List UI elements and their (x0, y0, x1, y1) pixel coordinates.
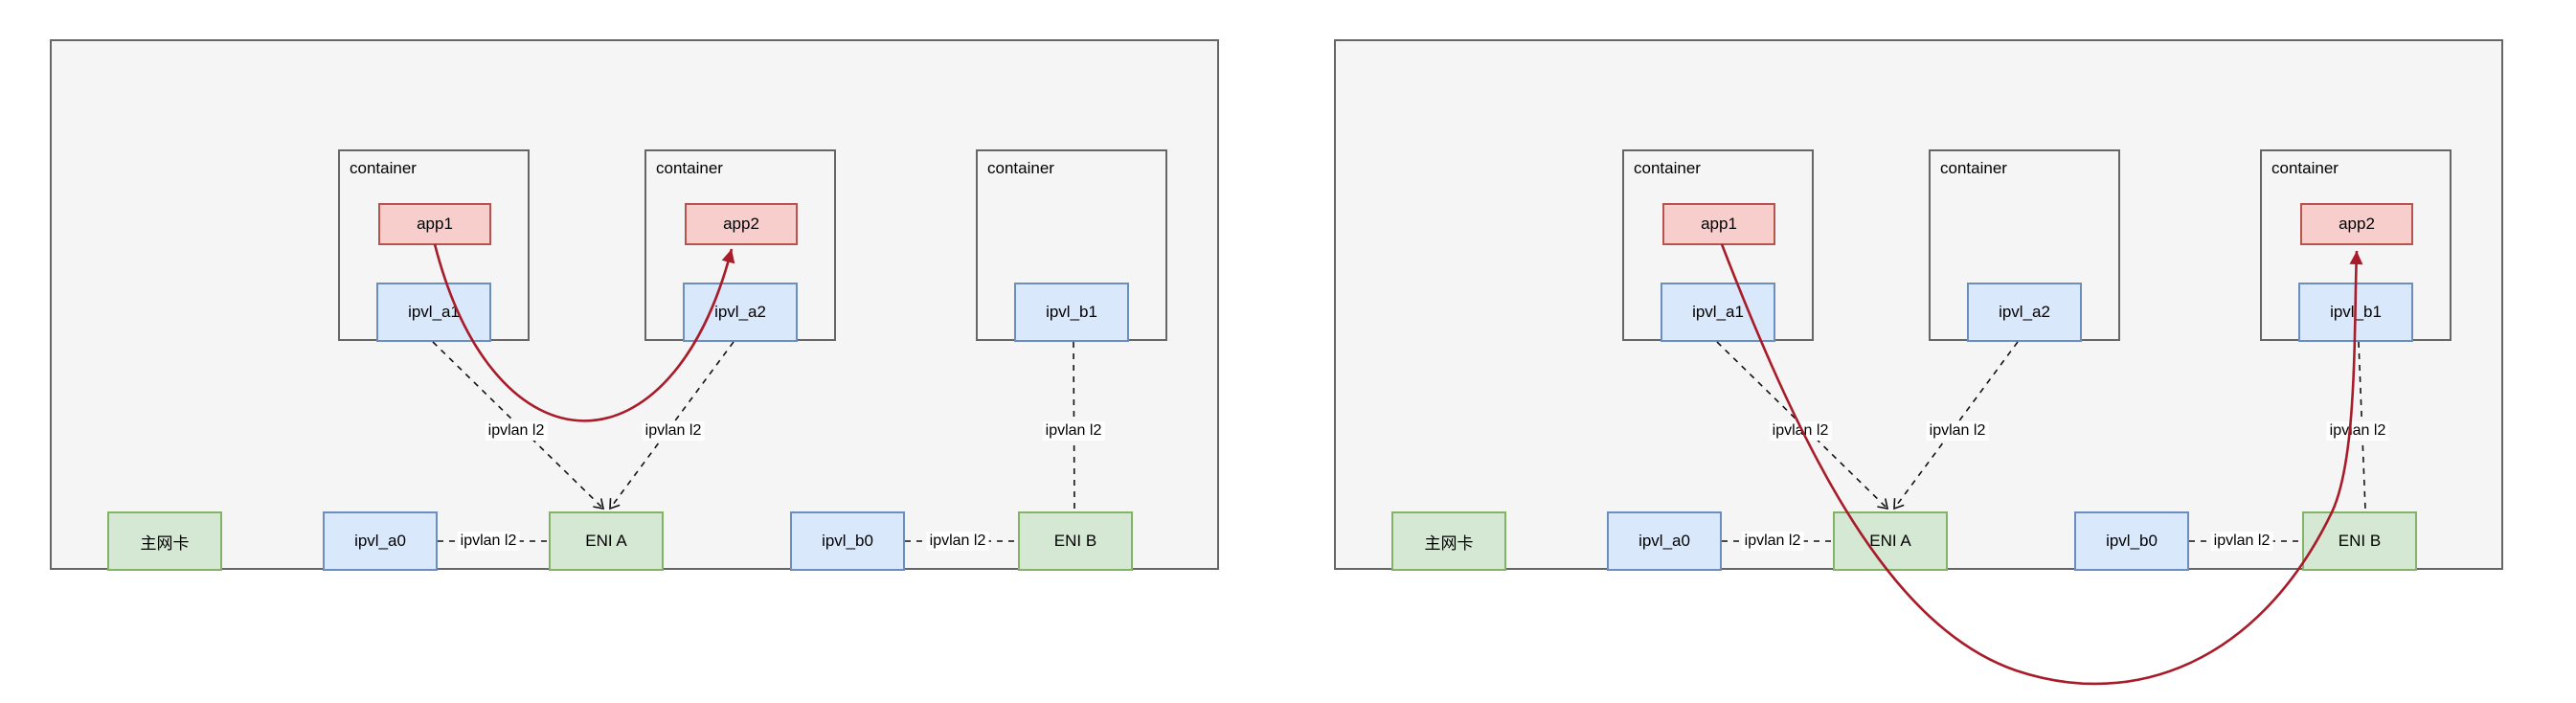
node-ipvl-a1: ipvl_a1 (1661, 283, 1775, 342)
container-label: container (987, 159, 1054, 177)
container-label: container (656, 159, 723, 177)
container-box: container app2 ipvl_a2 (644, 149, 836, 342)
node-primary-nic: 主网卡 (1391, 511, 1506, 571)
edge-label: ipvlan l2 (642, 421, 705, 441)
edge-label: ipvlan l2 (485, 421, 548, 441)
node-ipvl-a1: ipvl_a1 (376, 283, 491, 342)
container-label: container (1940, 159, 2007, 177)
node-ipvl-a0: ipvl_a0 (1607, 511, 1722, 571)
node-ipvl-b1: ipvl_b1 (1014, 283, 1129, 342)
container-box: container app2 ipvl_b1 (2260, 149, 2452, 342)
edge-label: ipvlan l2 (1769, 421, 1832, 441)
node-eni-b: ENI B (2302, 511, 2417, 571)
node-ipvl-a2: ipvl_a2 (1967, 283, 2082, 342)
container-box: container app1 ipvl_a1 (338, 149, 530, 342)
host-panel-left: container app1 ipvl_a1 container app2 ip… (50, 39, 1219, 571)
container-label: container (350, 159, 417, 177)
edge-label: ipvlan l2 (1926, 421, 1989, 441)
container-box: container app1 ipvl_a1 (1622, 149, 1814, 342)
edge-label: ipvlan l2 (457, 532, 520, 551)
container-box: container ipvl_b1 (976, 149, 1167, 342)
node-eni-b: ENI B (1018, 511, 1133, 571)
node-ipvl-b1: ipvl_b1 (2298, 283, 2413, 342)
edge-label: ipvlan l2 (2326, 421, 2389, 441)
node-eni-a: ENI A (1833, 511, 1948, 571)
edge-label: ipvlan l2 (926, 532, 989, 551)
host-panel-right: container app1 ipvl_a1 container ipvl_a2… (1334, 39, 2503, 571)
edge-label: ipvlan l2 (1042, 421, 1105, 441)
node-ipvl-b0: ipvl_b0 (790, 511, 905, 571)
node-eni-a: ENI A (549, 511, 664, 571)
node-app1: app1 (378, 203, 491, 245)
node-ipvl-b0: ipvl_b0 (2074, 511, 2189, 571)
node-ipvl-a2: ipvl_a2 (683, 283, 798, 342)
container-label: container (1634, 159, 1701, 177)
node-ipvl-a0: ipvl_a0 (323, 511, 438, 571)
container-box: container ipvl_a2 (1929, 149, 2120, 342)
container-label: container (2271, 159, 2339, 177)
edge-label: ipvlan l2 (1741, 532, 1804, 551)
edge-label: ipvlan l2 (2210, 532, 2273, 551)
node-app1: app1 (1662, 203, 1775, 245)
node-primary-nic: 主网卡 (107, 511, 222, 571)
node-app2: app2 (685, 203, 798, 245)
node-app2: app2 (2300, 203, 2413, 245)
